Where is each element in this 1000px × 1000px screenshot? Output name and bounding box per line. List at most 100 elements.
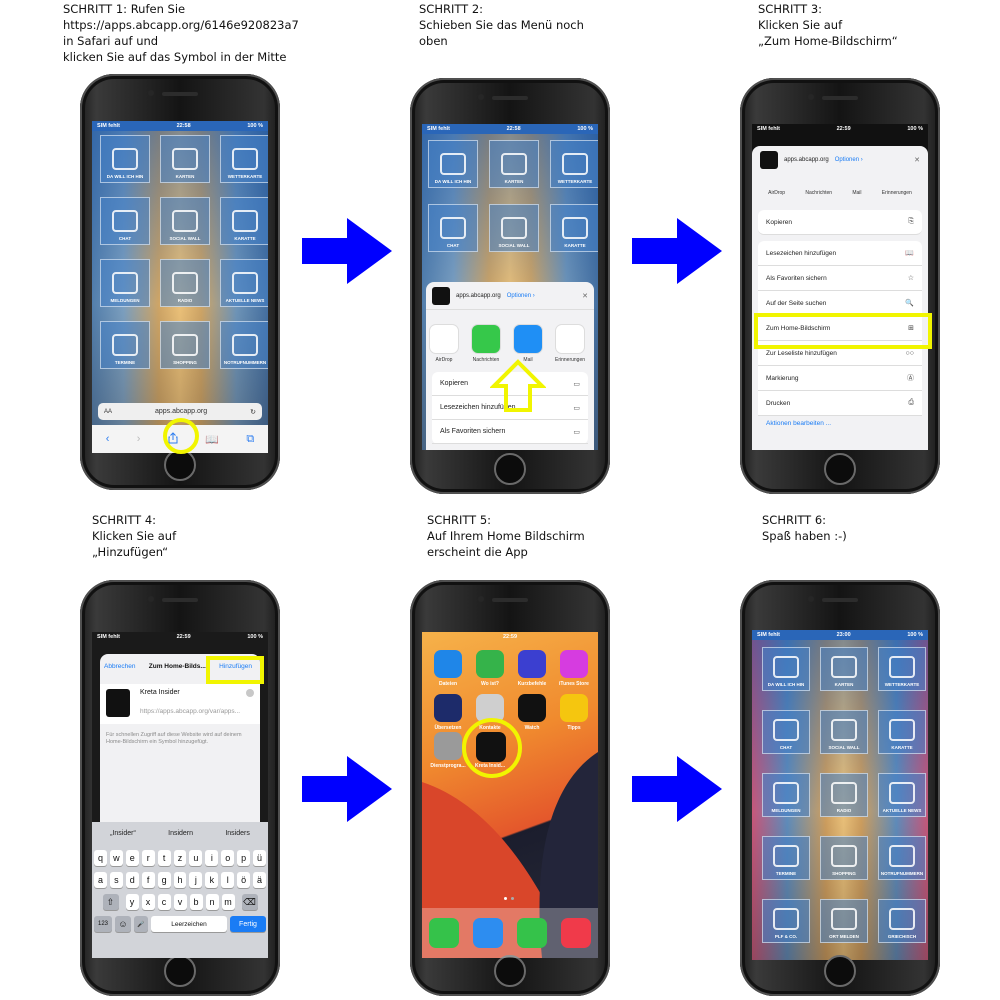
- share-action-row[interactable]: Zum Home-Bildschirm⊞: [758, 316, 922, 341]
- tile-button[interactable]: DA WILL ICH HIN: [428, 140, 478, 188]
- tile-button[interactable]: KARATTE: [220, 197, 268, 245]
- shift-key[interactable]: ⇧: [102, 894, 119, 910]
- share-app[interactable]: Mail: [512, 324, 544, 372]
- key[interactable]: u: [189, 850, 203, 866]
- share-app-label[interactable]: Mail: [852, 190, 862, 196]
- key[interactable]: l: [221, 872, 235, 888]
- share-app-label[interactable]: AirDrop: [768, 190, 786, 196]
- tile-button[interactable]: AKTUELLE NEWS: [878, 773, 926, 817]
- tile-button[interactable]: CHAT: [428, 204, 478, 252]
- app-icon[interactable]: [434, 732, 462, 760]
- close-icon[interactable]: ✕: [914, 157, 920, 164]
- key[interactable]: s: [109, 872, 123, 888]
- key[interactable]: x: [141, 894, 155, 910]
- app-icon[interactable]: [434, 650, 462, 678]
- backspace-key[interactable]: ⌫: [241, 894, 258, 910]
- key[interactable]: r: [141, 850, 155, 866]
- share-app-label[interactable]: Erinnerungen: [881, 190, 912, 196]
- tile-button[interactable]: WETTERKARTE: [878, 647, 926, 691]
- safari-icon[interactable]: [473, 918, 503, 948]
- suggestion[interactable]: Insiders: [225, 829, 250, 837]
- key[interactable]: ü: [253, 850, 266, 866]
- tabs-icon[interactable]: ⧉: [246, 432, 255, 445]
- key[interactable]: o: [221, 850, 235, 866]
- share-app[interactable]: Nachrichten: [470, 324, 502, 372]
- share-action-row[interactable]: Kopieren▭: [432, 372, 588, 396]
- tile-button[interactable]: CHAT: [100, 197, 150, 245]
- tile-button[interactable]: CHAT: [762, 710, 810, 754]
- app-icon[interactable]: [434, 694, 462, 722]
- suggestion[interactable]: „Insider“: [110, 829, 136, 837]
- forward-icon[interactable]: ›: [136, 433, 141, 445]
- key[interactable]: j: [189, 872, 203, 888]
- app-icon[interactable]: [476, 650, 504, 678]
- key[interactable]: g: [157, 872, 171, 888]
- tile-button[interactable]: SOCIAL WALL: [160, 197, 210, 245]
- share-action-row[interactable]: Als Favoriten sichern☆: [758, 266, 922, 291]
- messages-icon[interactable]: [517, 918, 547, 948]
- app-icon[interactable]: [560, 650, 588, 678]
- tile-button[interactable]: DA WILL ICH HIN: [762, 647, 810, 691]
- tile-button[interactable]: KARATTE: [878, 710, 926, 754]
- key[interactable]: c: [157, 894, 171, 910]
- key[interactable]: f: [141, 872, 155, 888]
- share-app[interactable]: Erinnerungen: [554, 324, 586, 372]
- tile-button[interactable]: KARTEN: [820, 647, 868, 691]
- home-button[interactable]: [164, 955, 196, 987]
- tile-button[interactable]: TERMINE: [762, 836, 810, 880]
- app-icon[interactable]: [560, 694, 588, 722]
- tile-button[interactable]: SHOPPING: [160, 321, 210, 369]
- tile-button[interactable]: ORT MELDEN: [820, 899, 868, 943]
- share-app[interactable]: AirDrop: [428, 324, 460, 372]
- key[interactable]: q: [94, 850, 107, 866]
- tile-button[interactable]: KARTEN: [160, 135, 210, 183]
- tile-button[interactable]: GRIECHISCH: [878, 899, 926, 943]
- home-button[interactable]: [494, 955, 526, 987]
- home-button[interactable]: [824, 955, 856, 987]
- key[interactable]: n: [205, 894, 219, 910]
- share-action-row[interactable]: Auf der Seite suchen🔍: [758, 291, 922, 316]
- share-action-row[interactable]: Lesezeichen hinzufügen▭: [432, 396, 588, 420]
- edit-actions-link[interactable]: Aktionen bearbeiten ...: [766, 420, 832, 427]
- done-key[interactable]: Fertig: [230, 916, 266, 932]
- tile-button[interactable]: WETTERKARTE: [220, 135, 268, 183]
- add-button[interactable]: Hinzufügen: [219, 662, 252, 670]
- tile-button[interactable]: RADIO: [820, 773, 868, 817]
- tile-button[interactable]: SHOPPING: [820, 836, 868, 880]
- tile-button[interactable]: WETTERKARTE: [550, 140, 598, 188]
- suggestion[interactable]: Insidern: [168, 829, 194, 837]
- key[interactable]: y: [125, 894, 139, 910]
- key[interactable]: ö: [237, 872, 251, 888]
- key[interactable]: a: [94, 872, 107, 888]
- reload-icon[interactable]: ↻: [250, 408, 256, 416]
- key[interactable]: m: [221, 894, 235, 910]
- home-button[interactable]: [164, 449, 196, 481]
- share-app-label[interactable]: Nachrichten: [805, 190, 833, 196]
- key[interactable]: v: [173, 894, 187, 910]
- emoji-key[interactable]: ☺: [115, 916, 131, 932]
- share-action-row[interactable]: Kopieren⎘: [758, 210, 922, 235]
- tile-button[interactable]: SOCIAL WALL: [820, 710, 868, 754]
- close-icon[interactable]: ✕: [582, 292, 588, 300]
- tile-button[interactable]: SOCIAL WALL: [489, 204, 539, 252]
- key[interactable]: e: [125, 850, 139, 866]
- address-bar[interactable]: AA apps.abcapp.org ↻: [98, 403, 262, 420]
- back-icon[interactable]: ‹: [105, 433, 110, 445]
- tile-button[interactable]: RADIO: [160, 259, 210, 307]
- tile-button[interactable]: DA WILL ICH HIN: [100, 135, 150, 183]
- tile-button[interactable]: MELDUNGEN: [100, 259, 150, 307]
- key[interactable]: d: [125, 872, 139, 888]
- app-icon[interactable]: [518, 650, 546, 678]
- key[interactable]: w: [109, 850, 123, 866]
- key[interactable]: h: [173, 872, 187, 888]
- cancel-button[interactable]: Abbrechen: [104, 662, 136, 670]
- key[interactable]: i: [205, 850, 219, 866]
- numbers-key[interactable]: 123: [94, 916, 112, 932]
- tile-button[interactable]: NOTRUFNUMMERN: [220, 321, 268, 369]
- app-icon[interactable]: [476, 694, 504, 722]
- key[interactable]: k: [205, 872, 219, 888]
- tile-button[interactable]: PLF & CO.: [762, 899, 810, 943]
- bookmarks-icon[interactable]: 📖: [205, 433, 219, 446]
- key[interactable]: z: [173, 850, 187, 866]
